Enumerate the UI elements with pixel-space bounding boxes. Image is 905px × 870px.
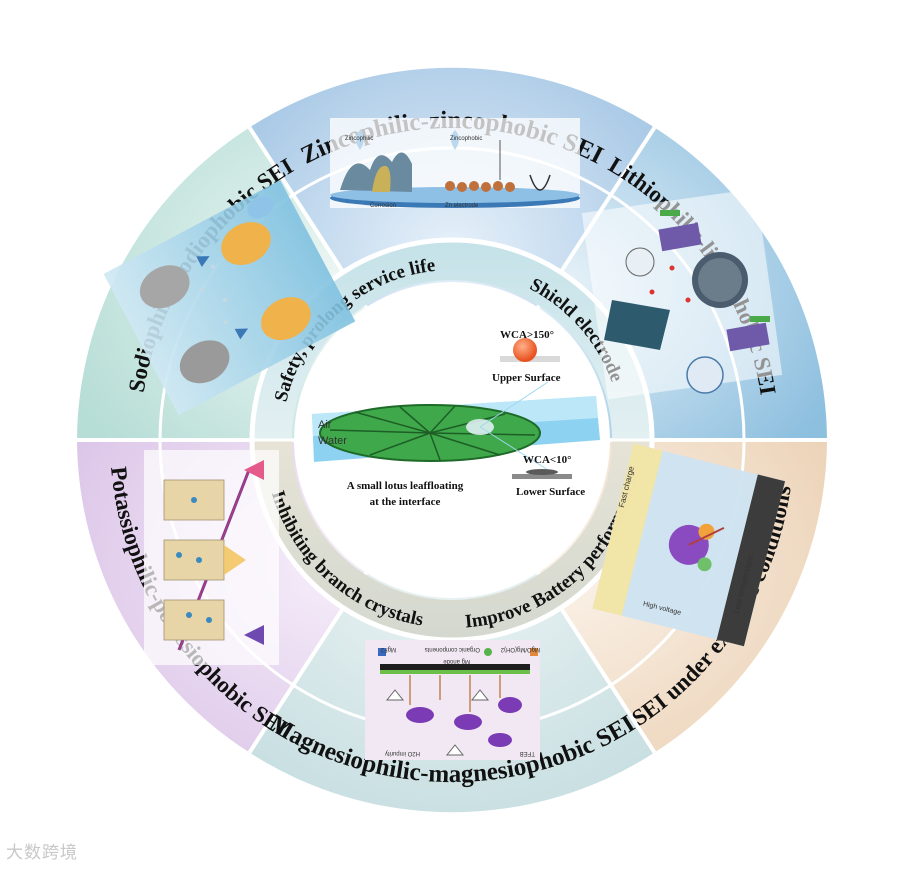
zn-label-zincophilic: Zincophilic: [345, 136, 373, 142]
mg-legend-1: Organic components: [425, 646, 480, 652]
upper-surface-label: Upper Surface: [492, 372, 561, 384]
mg-molecules: [406, 697, 522, 747]
inset-potassium: [144, 450, 279, 665]
wca-upper: WCA>150°: [500, 329, 554, 341]
inset-magnesium: MgO/Mg(OH)2 Organic components MgF2 Mg a…: [365, 640, 540, 760]
mg-legend-0: MgO/Mg(OH)2: [500, 646, 540, 652]
caption-line-1: A small lotus leaffloating: [347, 480, 464, 492]
zn-label-zincophobic: Zincophobic: [450, 136, 482, 142]
na-disc-1: [179, 340, 230, 384]
label-water: Water: [318, 435, 347, 447]
mg-label-anode: Mg anode: [443, 658, 470, 664]
mg-anode: [380, 664, 530, 672]
middle-ring-top: [252, 240, 652, 440]
na-disc-2: [261, 297, 311, 341]
watermark-text: 大数跨境: [6, 843, 78, 863]
inset-sodium: [103, 180, 356, 416]
droplet-upper: [500, 338, 560, 362]
lotus-illustration: Air Water: [312, 381, 600, 471]
label-air: Air: [318, 419, 332, 431]
inset-extreme: Fast charge Low temperature High voltage: [592, 443, 786, 647]
inset-lithium: [581, 188, 783, 400]
caption-line-2: at the interface: [370, 496, 441, 508]
middle-ring-bottom: [252, 440, 652, 640]
droplet-lower: [512, 469, 572, 479]
mg-label-water: H2O impurity: [385, 750, 420, 756]
mg-legend-2: MgF2: [380, 646, 396, 652]
lower-surface-label: Lower Surface: [516, 486, 585, 498]
zn-label-corrosion: Corrosion: [370, 203, 396, 209]
mg-label-tfeb: TFEB: [520, 750, 535, 756]
inset-zinc: Zincophilic Zincophobic Zn electrode Cor…: [330, 118, 580, 209]
wca-lower: WCA<10°: [523, 454, 572, 466]
zn-label-electrode: Zn electrode: [445, 203, 479, 209]
